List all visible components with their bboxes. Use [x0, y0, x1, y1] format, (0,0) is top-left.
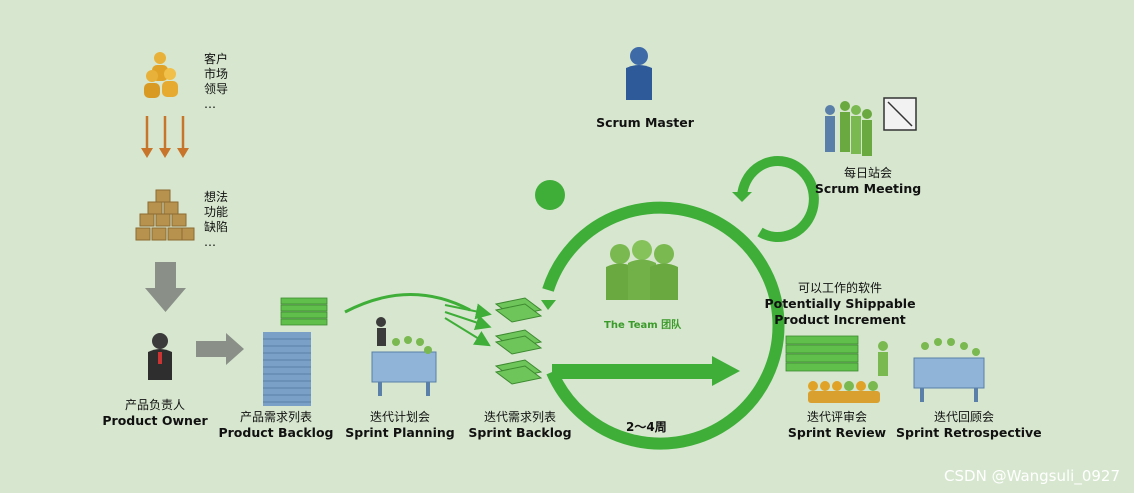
- scrum-meeting-en: Scrum Meeting: [814, 181, 922, 196]
- sprint-retrospective-meeting-icon: [913, 338, 985, 402]
- product-backlog-stack-icon: [263, 297, 328, 406]
- ideas-boxes-icon: [135, 189, 195, 241]
- product-backlog-cn: 产品需求列表: [239, 410, 312, 424]
- orange-down-arrows: [141, 116, 189, 158]
- increment-stack-icon: [785, 335, 859, 372]
- stakeholder-leader: 领导: [204, 82, 229, 96]
- product-owner-label: 产品负责人 Product Owner: [100, 398, 210, 429]
- sprint-review-en: Sprint Review: [787, 425, 887, 440]
- sprint-backlog-en: Sprint Backlog: [468, 425, 572, 440]
- watermark: CSDN @Wangsuli_0927: [944, 467, 1120, 485]
- increment-cn: 可以工作的软件: [797, 281, 882, 295]
- increment-label: 可以工作的软件 Potentially Shippable Product In…: [760, 281, 920, 327]
- sprint-backlog-cards-icon: [494, 297, 543, 385]
- sprint-duration-label: 2～4周: [626, 420, 667, 434]
- team-label: The Team 团队: [604, 320, 682, 331]
- planning-curve-arrow: [344, 293, 471, 314]
- ideas-list: 想法 功能 缺陷 …: [204, 190, 228, 250]
- gray-down-arrow: [145, 262, 186, 312]
- sprint-retrospective-en: Sprint Retrospective: [896, 425, 1042, 440]
- idea-thoughts: 想法: [204, 190, 229, 204]
- stakeholders-list: 客户 市场 领导 …: [204, 52, 228, 112]
- team-icon: [606, 240, 678, 300]
- sprint-retrospective-label: 迭代回顾会 Sprint Retrospective: [896, 410, 1042, 441]
- planning-fan-arrows: [444, 303, 492, 347]
- product-owner-en: Product Owner: [102, 413, 208, 428]
- stakeholder-customer: 客户: [204, 52, 229, 66]
- product-owner-icon: [148, 333, 172, 380]
- burndown-chart-icon: [883, 97, 917, 131]
- sprint-loop-arrow: [535, 180, 785, 450]
- scrum-meeting-cn: 每日站会: [843, 166, 892, 180]
- sprint-planning-meeting-icon: [371, 317, 437, 396]
- sprint-backlog-label: 迭代需求列表 Sprint Backlog: [465, 410, 575, 441]
- increment-en-line1: Potentially Shippable: [764, 296, 916, 311]
- scrum-master-icon: [626, 47, 652, 100]
- gray-right-arrow: [196, 333, 244, 365]
- product-owner-cn: 产品负责人: [124, 398, 185, 412]
- idea-ellipsis: …: [204, 235, 216, 249]
- scrum-master-label: Scrum Master: [590, 115, 700, 131]
- sprint-review-label: 迭代评审会 Sprint Review: [784, 410, 890, 441]
- sprint-review-audience-icon: [808, 341, 888, 403]
- increment-en-line2: Product Increment: [774, 311, 906, 327]
- stakeholder-market: 市场: [204, 67, 229, 81]
- idea-features: 功能: [204, 205, 229, 219]
- scrum-meeting-label: 每日站会 Scrum Meeting: [808, 166, 928, 197]
- idea-defects: 缺陷: [204, 220, 229, 234]
- sprint-planning-cn: 迭代计划会: [369, 410, 430, 424]
- sprint-planning-label: 迭代计划会 Sprint Planning: [345, 410, 455, 441]
- scrum-meeting-people-icon: [825, 101, 872, 156]
- sprint-retrospective-cn: 迭代回顾会: [933, 410, 994, 424]
- sprint-planning-en: Sprint Planning: [345, 425, 455, 440]
- product-backlog-label: 产品需求列表 Product Backlog: [218, 410, 334, 441]
- sprint-backlog-cn: 迭代需求列表: [483, 410, 556, 424]
- stakeholders-icon: [144, 52, 178, 98]
- sprint-review-cn: 迭代评审会: [806, 410, 867, 424]
- daily-scrum-loop-arrow: [732, 156, 819, 243]
- stakeholder-ellipsis: …: [204, 97, 216, 111]
- product-backlog-en: Product Backlog: [218, 425, 334, 440]
- scrum-master-en: Scrum Master: [596, 115, 694, 130]
